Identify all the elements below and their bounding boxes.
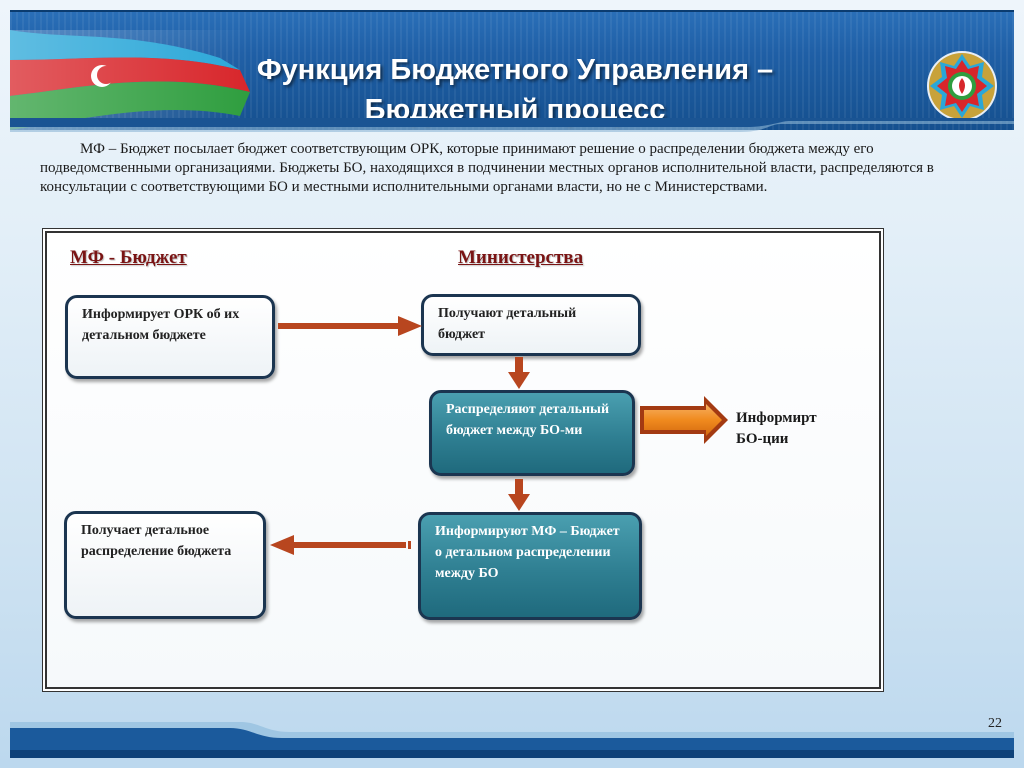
header-swoosh <box>10 118 1014 132</box>
arrow-block-inform-bo <box>640 396 728 444</box>
label-inform-bo: Информирт БО-ции <box>736 410 817 447</box>
intro-paragraph: МФ – Бюджет посылает бюджет соответствую… <box>40 141 934 195</box>
arrow-down-to-inform-mf <box>508 479 530 511</box>
footer-band <box>10 722 1014 758</box>
column-title-ministries: Министерства <box>458 247 584 268</box>
arrow-right-to-ministries <box>278 316 422 336</box>
column-title-mf-budget: МФ - Бюджет <box>70 247 187 268</box>
box-inform-mf: Информируют МФ – Бюджет о детальном расп… <box>418 512 642 620</box>
azerbaijan-flag-icon <box>10 30 250 130</box>
box-receive-detailed-budget: Получают детальный бюджет <box>421 294 641 356</box>
box-receive-distribution: Получает детальное распределение бюджета <box>64 511 266 619</box>
arrow-left-to-mf-budget <box>270 535 411 555</box>
state-emblem-icon <box>927 51 997 121</box>
box-distribute-budget: Распределяют детальный бюджет между БО-м… <box>429 390 635 476</box>
title-line-1: Функция Бюджетного Управления – <box>256 54 774 86</box>
header-banner: Функция Бюджетного Управления – Бюджетны… <box>10 10 1014 130</box>
box-inform-ork: Информирует ОРК об их детальном бюджете <box>65 295 275 379</box>
arrow-down-to-distribute <box>508 357 530 389</box>
page-number: 22 <box>988 716 1002 731</box>
